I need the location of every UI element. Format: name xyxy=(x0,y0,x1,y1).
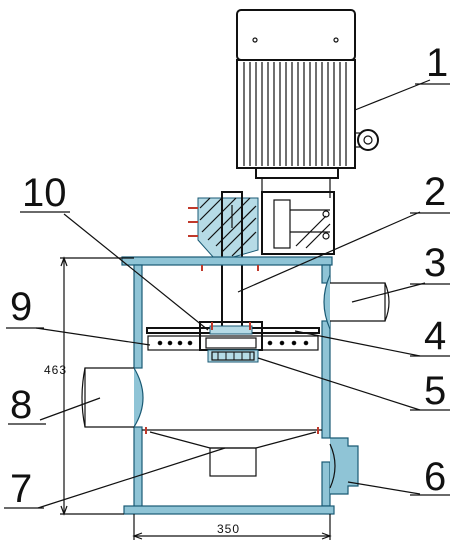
callout-8: 8 xyxy=(10,383,32,427)
rotor-disc xyxy=(146,321,320,351)
inlet-pipe xyxy=(81,367,144,428)
callout-9: 9 xyxy=(10,285,32,329)
drain-nozzle xyxy=(329,437,359,495)
dimension-width-label: 350 xyxy=(217,522,240,536)
callout-6: 6 xyxy=(424,455,446,499)
dimension-height xyxy=(60,256,134,516)
motor xyxy=(236,9,379,198)
collector-cone xyxy=(142,427,322,477)
dimension-height-label: 463 xyxy=(44,363,67,377)
distributor xyxy=(207,349,259,363)
leader-lines xyxy=(4,79,450,509)
callout-3: 3 xyxy=(424,241,446,285)
callout-4: 4 xyxy=(424,314,446,358)
outlet-pipe xyxy=(323,274,390,330)
callout-2: 2 xyxy=(424,170,446,214)
callout-5: 5 xyxy=(424,369,446,413)
callout-1: 1 xyxy=(426,41,448,85)
coupling-housing xyxy=(188,191,335,259)
callout-10: 10 xyxy=(22,171,67,215)
callout-7: 7 xyxy=(10,467,32,511)
dimension-width xyxy=(132,514,332,540)
